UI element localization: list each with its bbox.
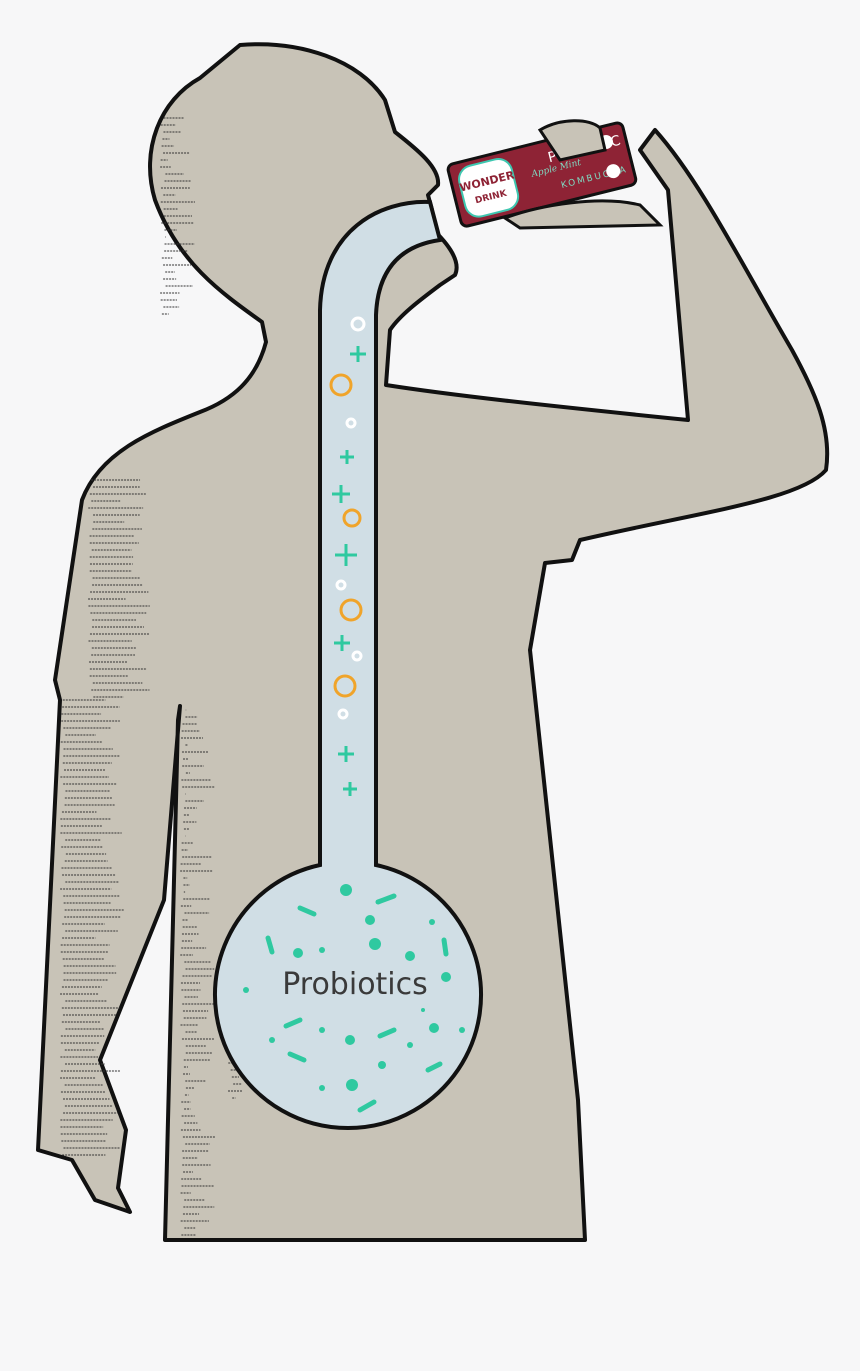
rod-bacterium bbox=[444, 940, 446, 954]
bacterium bbox=[319, 947, 325, 953]
bacterium bbox=[346, 1079, 358, 1091]
bacterium bbox=[378, 1061, 386, 1069]
bacterium bbox=[340, 884, 352, 896]
bacterium bbox=[429, 919, 435, 925]
bacterium bbox=[429, 1023, 439, 1033]
bacterium bbox=[269, 1037, 275, 1043]
bacterium bbox=[407, 1042, 413, 1048]
bacterium bbox=[421, 1008, 425, 1012]
bacterium bbox=[365, 915, 375, 925]
bacterium bbox=[369, 938, 381, 950]
bacterium bbox=[459, 1027, 465, 1033]
bacterium bbox=[345, 1035, 355, 1045]
bacterium bbox=[319, 1085, 325, 1091]
bacterium bbox=[405, 951, 415, 961]
probiotics-label: Probiotics bbox=[230, 967, 480, 1002]
bacterium bbox=[319, 1027, 325, 1033]
bacterium bbox=[293, 948, 303, 958]
